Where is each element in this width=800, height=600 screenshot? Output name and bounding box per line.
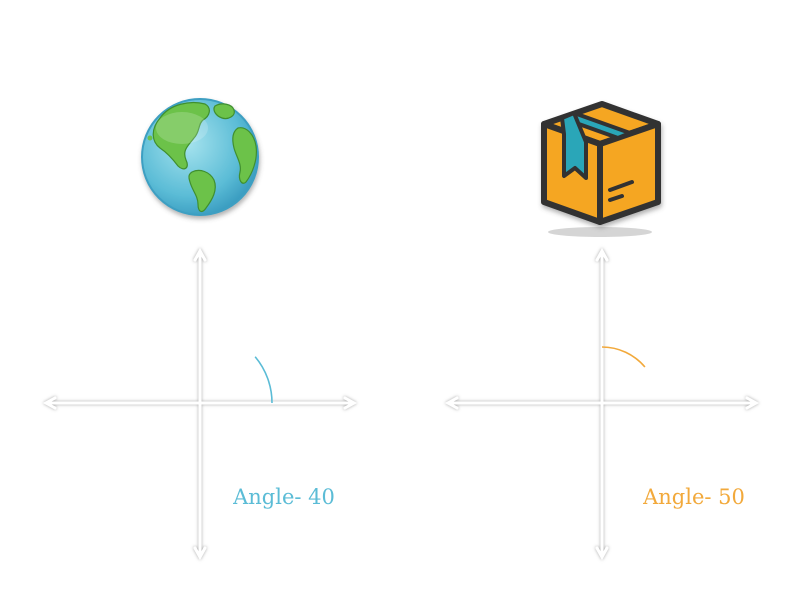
- package-box-icon: [541, 101, 661, 225]
- angle-arc-40: [254, 356, 273, 404]
- angle-label-40: Angle- 40: [232, 485, 335, 509]
- y-axis-arrow-bottom: [193, 546, 207, 561]
- axes-right: [444, 247, 760, 561]
- y-axis-arrow-bottom: [595, 546, 609, 561]
- y-axis-arrow-top: [595, 247, 609, 262]
- globe-icon: [141, 98, 259, 216]
- box-shadow: [548, 227, 652, 237]
- axes-left: [42, 247, 358, 561]
- x-axis-arrow-left: [444, 396, 459, 410]
- x-axis-arrow-right: [745, 396, 760, 410]
- angle-label-50: Angle- 50: [642, 485, 745, 509]
- panel-right: Angle- 50: [444, 101, 760, 561]
- angle-arc-50: [601, 346, 646, 368]
- panel-left: Angle- 40: [42, 98, 358, 561]
- y-axis-arrow-top: [193, 247, 207, 262]
- x-axis-arrow-right: [343, 396, 358, 410]
- x-axis-arrow-left: [42, 396, 57, 410]
